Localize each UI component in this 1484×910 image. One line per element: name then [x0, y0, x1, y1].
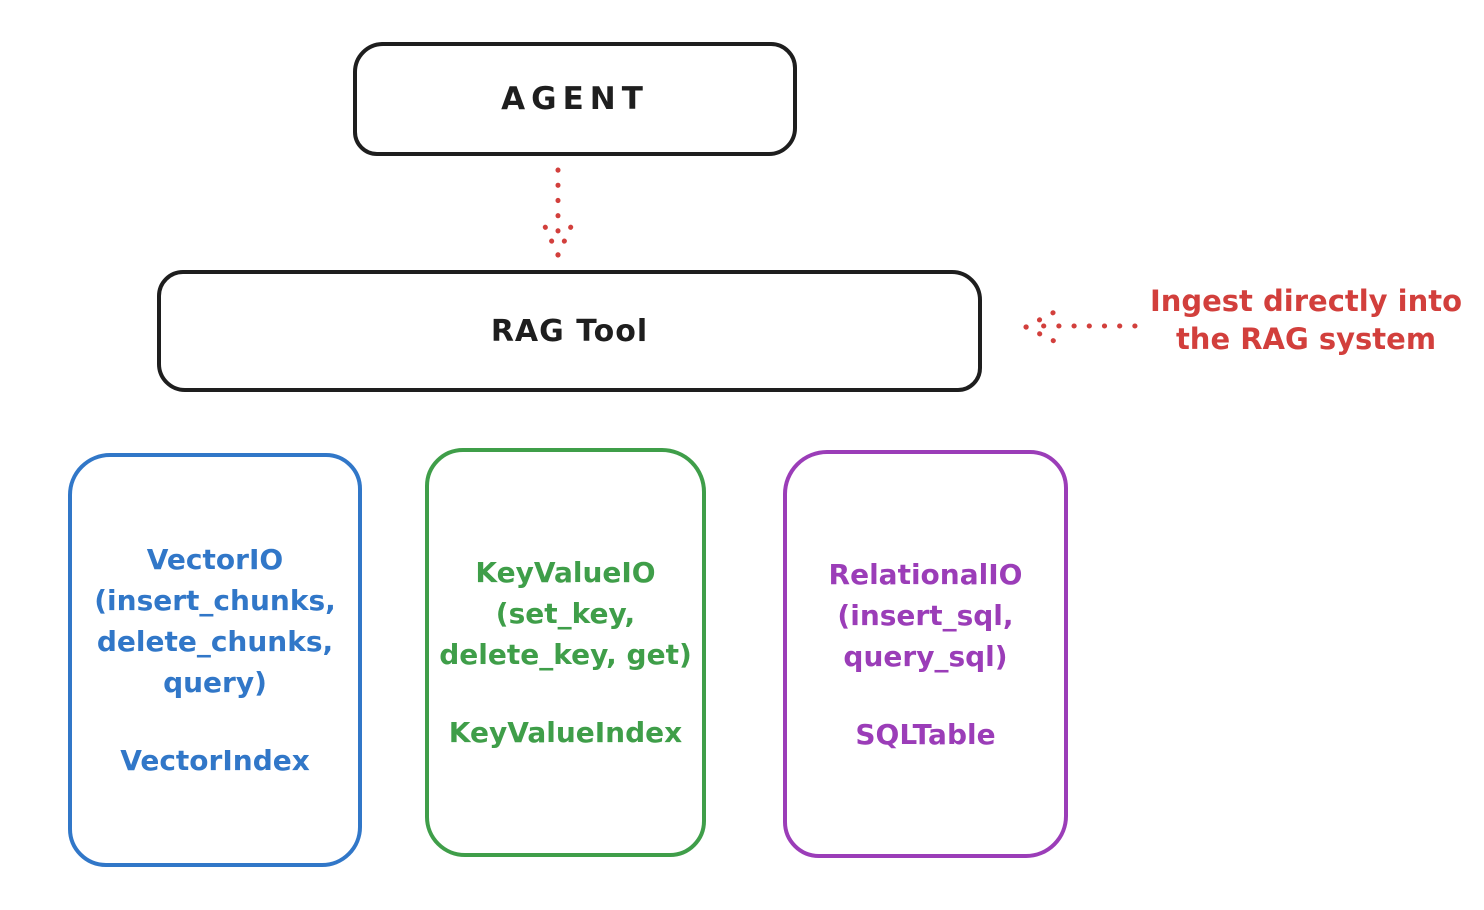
ingest-annotation: Ingest directly into the RAG system — [1138, 282, 1474, 358]
card-lines: VectorIO (insert_chunks, delete_chunks, … — [94, 539, 336, 703]
keyvalue-io-node: KeyValueIO (set_key, delete_key, get) Ke… — [425, 448, 706, 857]
card-footer: KeyValueIndex — [448, 716, 683, 749]
annotation-line-2: the RAG system — [1175, 322, 1437, 356]
card-line: query) — [163, 666, 267, 699]
card-line: delete_chunks, — [96, 625, 334, 658]
card-line: delete_key, get) — [439, 638, 692, 671]
arrow-head-right — [555, 217, 577, 258]
card-lines: RelationalIO (insert_sql, query_sql) — [829, 554, 1023, 677]
card-line: KeyValueIO — [475, 556, 656, 589]
card-footer: SQLTable — [855, 717, 996, 751]
card-line: (insert_sql, — [837, 598, 1014, 632]
relational-io-node: RelationalIO (insert_sql, query_sql) SQL… — [783, 450, 1068, 858]
rag-tool-node: RAG Tool — [157, 270, 982, 392]
annotation-line-1: Ingest directly into — [1149, 284, 1463, 318]
card-lines: KeyValueIO (set_key, delete_key, get) — [439, 552, 692, 675]
card-line: (insert_chunks, — [94, 584, 336, 617]
agent-to-rag-arrow — [539, 167, 577, 258]
vector-io-node: VectorIO (insert_chunks, delete_chunks, … — [68, 453, 362, 867]
arrow-head-top — [1023, 305, 1065, 330]
card-footer: VectorIndex — [120, 744, 310, 777]
card-line: query_sql) — [843, 639, 1008, 673]
rag-tool-label: RAG Tool — [490, 313, 649, 349]
arrow-head-bottom — [1023, 324, 1063, 347]
card-line: RelationalIO — [828, 557, 1023, 591]
annotation-to-rag-arrow — [1023, 305, 1138, 347]
card-line: VectorIO — [146, 543, 284, 576]
agent-node: AGENT — [353, 42, 797, 156]
arrow-head-left — [539, 217, 561, 258]
card-line: (set_key, — [495, 597, 636, 630]
agent-label: AGENT — [501, 81, 649, 117]
